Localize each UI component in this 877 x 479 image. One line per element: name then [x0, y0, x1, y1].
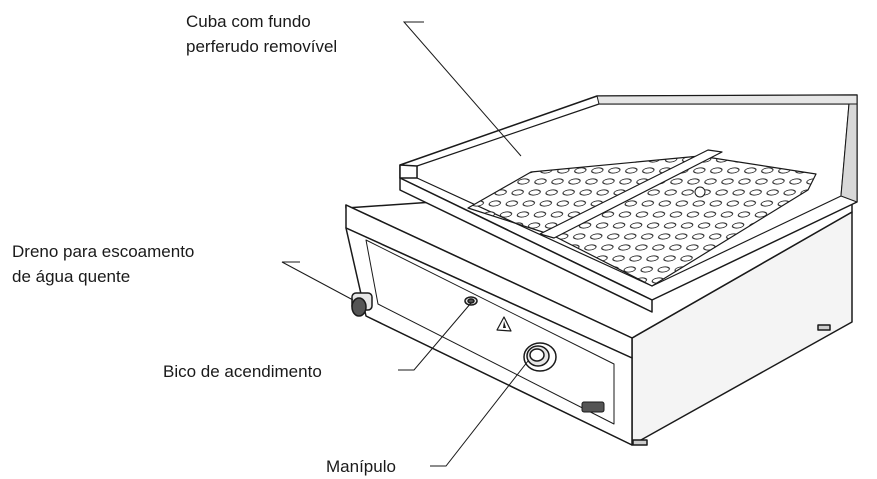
leader-cuba [402, 21, 522, 157]
control-knob [523, 342, 557, 372]
tank-left-bar [399, 164, 418, 179]
label-cuba-line2: perferudo removível [186, 37, 337, 56]
basket-divider [539, 149, 723, 239]
tank-back-edge [596, 94, 858, 105]
front-panel-recess [365, 239, 615, 425]
brand-plate [581, 401, 605, 413]
tank-right-wall [840, 103, 858, 203]
basket-hole [694, 186, 706, 198]
warning-flame-icon [503, 321, 506, 328]
bottom-lip [365, 315, 633, 446]
ignition-nozzle [464, 296, 478, 306]
foot-back-right [817, 324, 831, 331]
tank-front-bar [399, 177, 653, 313]
leader-dreno [281, 261, 354, 301]
foot-front-right [632, 439, 648, 446]
leader-lines [281, 21, 529, 467]
label-cuba-line1: Cuba com fundo [186, 12, 311, 31]
label-dreno-line1: Dreno para escoamento [12, 242, 194, 261]
label-dreno-line2: de água quente [12, 267, 130, 286]
leader-bico [398, 302, 472, 371]
leader-manipulo [430, 360, 529, 467]
label-bico: Bico de acendimento [163, 362, 322, 381]
appliance-body [345, 94, 858, 446]
drain-valve [351, 292, 373, 317]
label-manipulo: Manípulo [326, 457, 396, 476]
